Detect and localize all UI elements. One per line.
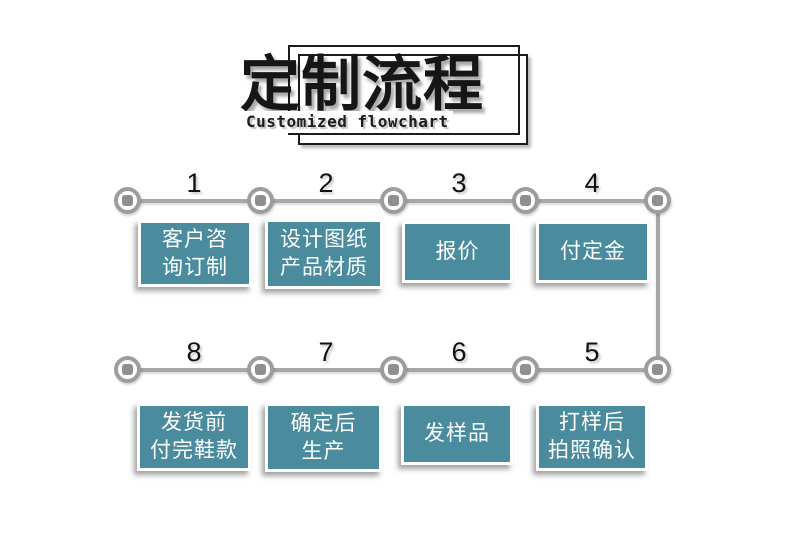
- step-label-line: 确定后: [290, 411, 357, 435]
- node-core-icon: [255, 364, 266, 375]
- step-number-4: 4: [584, 168, 600, 198]
- step-box-7: 确定后 生产: [265, 403, 382, 472]
- node-core-icon: [652, 195, 663, 206]
- timeline-node: [380, 356, 407, 383]
- title-frame-front: [298, 54, 528, 145]
- step-label-line: 发样品: [424, 422, 490, 445]
- step-number-6: 6: [451, 337, 467, 367]
- timeline-node: [380, 187, 407, 214]
- timeline-node: [114, 356, 141, 383]
- step-box-6: 发样品: [401, 403, 513, 465]
- step-box-8: 发货前 付完鞋款: [137, 403, 251, 471]
- step-label-line: 发货前: [161, 411, 227, 434]
- step-label-line: 付定金: [560, 240, 626, 263]
- step-number-1: 1: [186, 168, 202, 198]
- node-core-icon: [122, 364, 133, 375]
- step-box-4: 付定金: [536, 221, 650, 283]
- timeline-node: [247, 187, 274, 214]
- timeline-node: [644, 187, 671, 214]
- step-number-8: 8: [186, 337, 202, 367]
- step-label-line: 打样后: [559, 411, 625, 434]
- timeline-connector-line: [656, 201, 660, 370]
- step-box-2: 设计图纸 产品材质: [265, 219, 383, 289]
- timeline-node: [512, 356, 539, 383]
- node-core-icon: [122, 195, 133, 206]
- page-subtitle: Customized flowchart: [242, 111, 453, 133]
- step-number-5: 5: [584, 337, 600, 367]
- timeline-node: [644, 356, 671, 383]
- title-frame-back: [288, 45, 520, 135]
- node-core-icon: [388, 195, 399, 206]
- node-core-icon: [255, 195, 266, 206]
- step-box-3: 报价: [402, 221, 513, 283]
- node-core-icon: [652, 364, 663, 375]
- step-label-line: 生产: [301, 439, 346, 463]
- step-number-2: 2: [318, 168, 334, 198]
- step-box-1: 客户咨 询订制: [138, 220, 252, 287]
- step-label-line: 付完鞋款: [150, 439, 238, 462]
- timeline-node: [247, 356, 274, 383]
- timeline-node: [512, 187, 539, 214]
- node-core-icon: [520, 195, 531, 206]
- step-label-line: 客户咨: [162, 227, 228, 251]
- step-label-line: 报价: [435, 240, 480, 263]
- node-core-icon: [388, 364, 399, 375]
- step-label-line: 设计图纸: [280, 228, 368, 251]
- step-number-3: 3: [451, 168, 467, 198]
- step-label-line: 拍照确认: [548, 439, 636, 462]
- timeline-node: [114, 187, 141, 214]
- step-label-line: 询订制: [162, 255, 228, 279]
- page-title: 定制流程: [240, 51, 484, 118]
- step-box-5: 打样后 拍照确认: [536, 403, 648, 471]
- step-number-7: 7: [318, 337, 334, 367]
- step-label-line: 产品材质: [280, 256, 368, 279]
- node-core-icon: [520, 364, 531, 375]
